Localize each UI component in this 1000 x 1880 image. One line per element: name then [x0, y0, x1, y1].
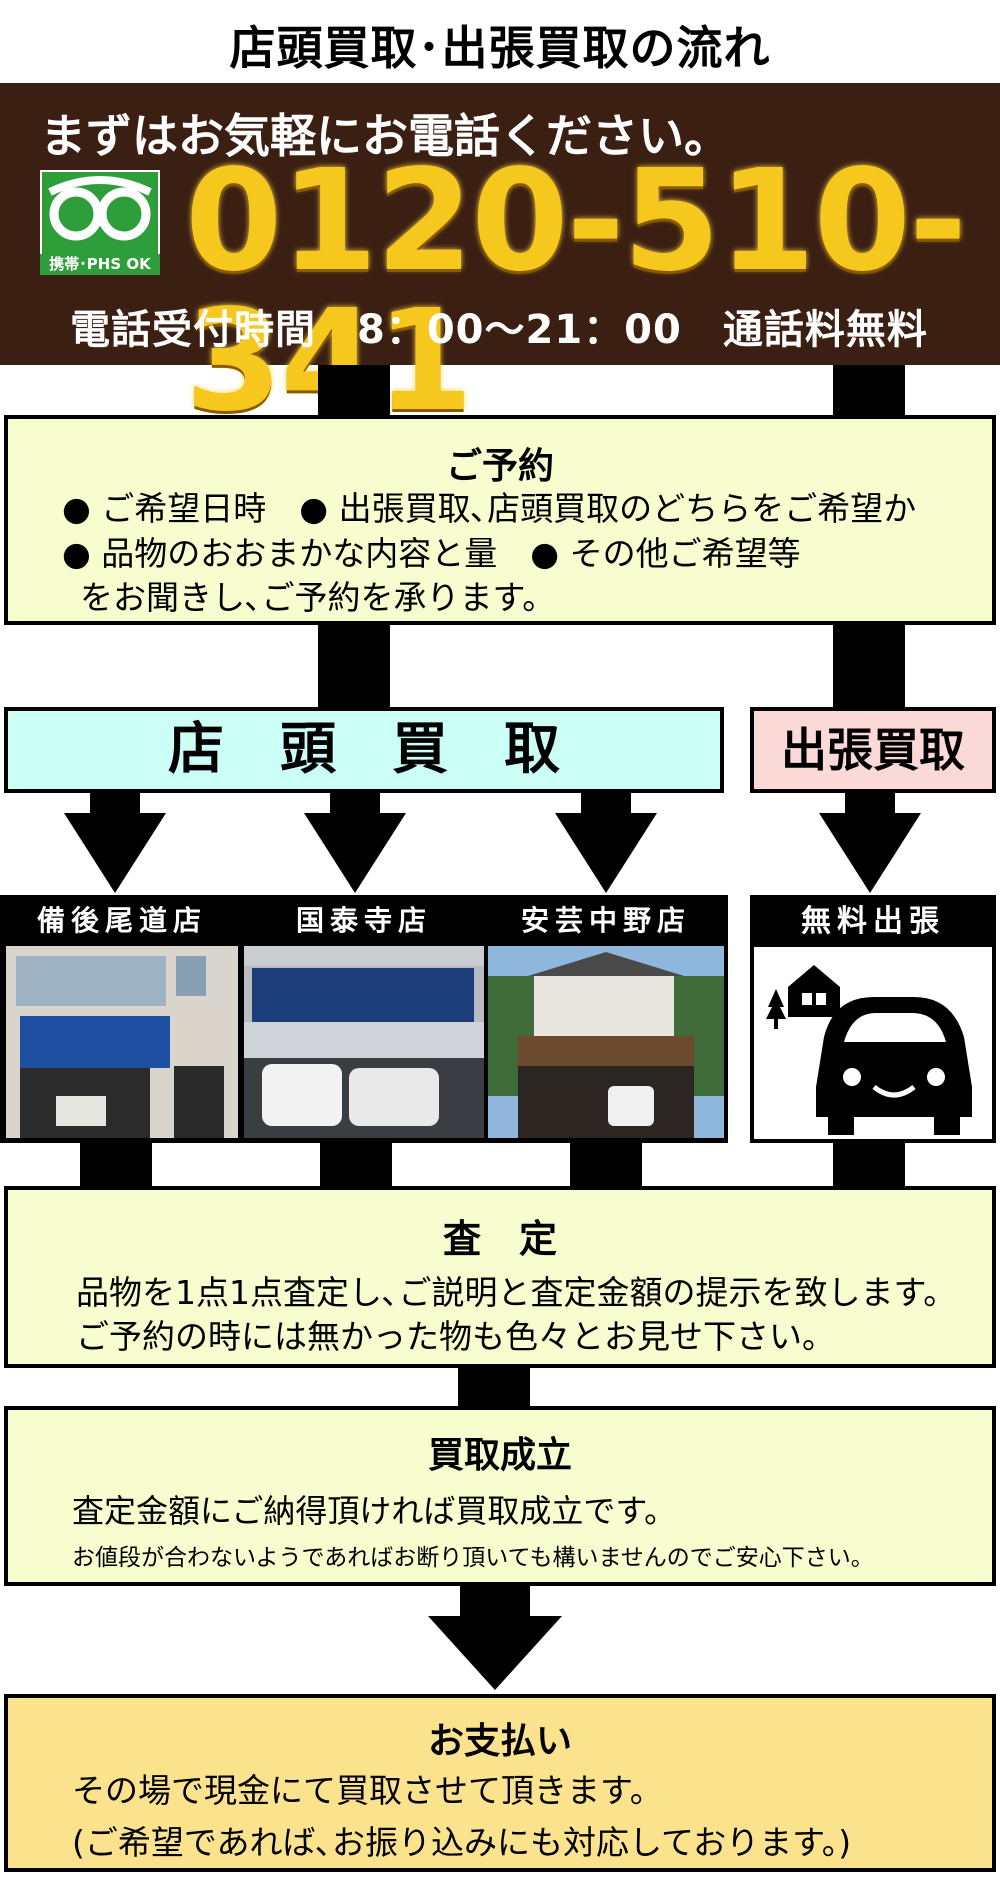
- flow-arrows: [64, 793, 921, 893]
- phone-number[interactable]: 0120-510-341: [185, 140, 967, 443]
- reservation-line: をお聞きし､ご予約を承ります。: [80, 578, 556, 617]
- connector-bar: [320, 1143, 392, 1188]
- visit-buy-header: 出張買取: [750, 707, 996, 793]
- free-visit-panel: 無料出張: [750, 895, 996, 1143]
- reservation-line: ● ご希望日時 ● 出張買取､店頭買取のどちらをご希望か: [62, 489, 917, 528]
- car-icon: [766, 965, 972, 1135]
- flow-arrow: [428, 1586, 562, 1690]
- store-buy-header: 店 頭 買 取: [4, 707, 724, 793]
- payment-line: その場で現金にて買取させて頂きます。: [72, 1771, 663, 1810]
- connector-bar: [833, 365, 905, 417]
- connector-bar: [458, 1368, 530, 1408]
- deal-note: お値段が合わないようであればお断り頂いても構いませんのでご安心下さい。: [72, 1545, 874, 1571]
- payment-box: お支払い その場で現金にて買取させて頂きます。 (ご希望であれば､お振り込みにも…: [4, 1694, 996, 1872]
- call-lead-text: まずはお気軽にお電話ください。: [40, 109, 730, 163]
- store-name: 備後尾道店: [6, 898, 238, 944]
- free-dial-caption: 携帯･PHS OK: [40, 254, 160, 275]
- appraisal-box: 査 定 品物を1点1点査定し､ご説明と査定金額の提示を致します。 ご予約の時には…: [4, 1186, 996, 1368]
- free-visit-label: 無料出張: [754, 899, 992, 947]
- deal-line: 査定金額にご納得頂ければ買取成立です。: [72, 1492, 677, 1530]
- appraisal-heading: 査 定: [442, 1217, 557, 1261]
- down-arrow-icon: [64, 793, 166, 893]
- appraisal-line: 品物を1点1点査定し､ご説明と査定金額の提示を致します。: [76, 1273, 957, 1312]
- free-dial-icon: [48, 176, 152, 241]
- appraisal-line: ご予約の時には無かった物も色々とお見せ下さい。: [76, 1317, 835, 1356]
- connector-bar: [833, 625, 905, 707]
- payment-line: (ご希望であれば､お振り込みにも対応しております。): [72, 1823, 852, 1862]
- down-arrow-icon: [428, 1586, 562, 1690]
- down-arrow-icon: [555, 793, 657, 893]
- deal-heading: 買取成立: [427, 1435, 572, 1476]
- down-arrow-icon: [819, 793, 921, 893]
- connector-bar: [570, 1143, 642, 1188]
- store-name: 安芸中野店: [488, 898, 724, 944]
- store-name: 国泰寺店: [244, 898, 484, 944]
- page-title: 店頭買取･出張買取の流れ: [229, 21, 771, 75]
- store-photo-akinakano: [488, 946, 724, 1138]
- deal-box: 買取成立 査定金額にご納得頂ければ買取成立です。 お値段が合わないようであればお…: [4, 1406, 996, 1586]
- connector-bar: [833, 1143, 905, 1188]
- connector-bar: [80, 1143, 152, 1188]
- down-arrow-icon: [304, 793, 406, 893]
- reservation-box: ご予約 ● ご希望日時 ● 出張買取､店頭買取のどちらをご希望か ● 品物のおお…: [4, 415, 996, 625]
- store-photo-kokutaiji: [244, 946, 484, 1138]
- reservation-line: ● 品物のおおまかな内容と量 ● その他ご希望等: [62, 534, 801, 573]
- connector-bar: [318, 625, 390, 707]
- connector-bar: [318, 365, 390, 417]
- store-photo-onomichi: [6, 946, 238, 1138]
- payment-heading: お支払い: [427, 1721, 572, 1762]
- call-hours: 電話受付時間 8：00～21：00 通話料無料: [70, 307, 928, 353]
- contact-banner: [0, 83, 1000, 365]
- reservation-heading: ご予約: [445, 446, 554, 487]
